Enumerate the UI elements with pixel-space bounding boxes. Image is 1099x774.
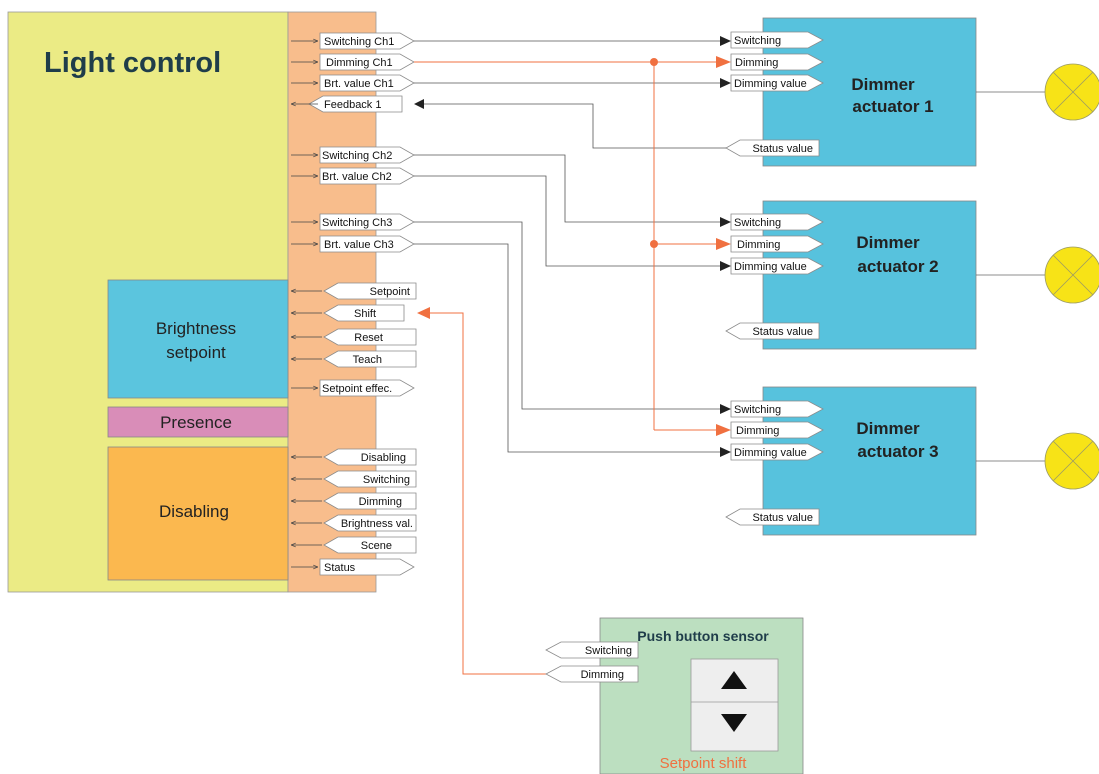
- io-strip-arrows: [291, 41, 322, 567]
- input-label-brightness-val: Brightness val.: [341, 518, 413, 530]
- lamp-3-icon: [976, 432, 1099, 490]
- actuator-1-switching-label: Switching: [734, 35, 781, 47]
- input-label-scene: Scene: [361, 540, 392, 552]
- input-label-shift: Shift: [354, 308, 376, 320]
- output-label-brt-value-ch3: Brt. value Ch3: [324, 239, 394, 251]
- actuator-3-inputs: Switching Dimming Dimming value Status v…: [725, 400, 824, 526]
- arrowheads: [414, 36, 731, 457]
- output-tag-switching-ch1: Switching Ch1: [319, 32, 415, 50]
- input-tag-teach: Teach: [323, 350, 417, 368]
- wires: [414, 40, 726, 453]
- push-button-sensor: Push button sensor Setpoint shift: [599, 617, 804, 774]
- input-label-setpoint: Setpoint: [370, 286, 410, 298]
- actuator-3-dimming-label: Dimming: [736, 425, 779, 437]
- output-tag-switching-ch2: Switching Ch2: [319, 146, 415, 164]
- input-tag-reset: Reset: [323, 328, 417, 346]
- input-tag-scene: Scene: [323, 536, 417, 554]
- setpoint-shift-caption: Setpoint shift: [660, 755, 748, 772]
- output-tag-status: Status: [319, 558, 415, 576]
- actuator-2-subtitle: actuator 2: [857, 257, 938, 276]
- push-button-outputs: Switching Dimming: [545, 641, 639, 683]
- actuator-3-dimming-value-label: Dimming value: [734, 447, 807, 459]
- input-tag-brightness-val: Brightness val.: [323, 514, 417, 532]
- input-label-reset: Reset: [354, 332, 383, 344]
- input-tag-switching: Switching: [323, 470, 417, 488]
- presence-label: Presence: [160, 413, 232, 432]
- input-label-switching: Switching: [363, 474, 410, 486]
- actuator-2-inputs: Switching Dimming Dimming value Status v…: [725, 213, 824, 340]
- presence-block: [107, 406, 289, 438]
- dimming-bus: [414, 58, 718, 431]
- brightness-setpoint-label-2: setpoint: [166, 343, 226, 362]
- output-label-switching-ch1: Switching Ch1: [324, 36, 394, 48]
- input-label-dimming: Dimming: [359, 496, 402, 508]
- actuator-2-status-value-label: Status value: [752, 326, 813, 338]
- output-tag-switching-ch3: Switching Ch3: [319, 213, 415, 231]
- setpoint-shift-wire: [429, 312, 546, 675]
- push-button-dimming-label: Dimming: [581, 669, 624, 681]
- input-tag-setpoint: Setpoint: [323, 282, 417, 300]
- input-label-disabling: Disabling: [361, 452, 406, 464]
- output-label-brt-value-ch2: Brt. value Ch2: [322, 171, 392, 183]
- input-label-feedback-1: Feedback 1: [324, 99, 381, 111]
- disabling-label: Disabling: [159, 502, 229, 521]
- actuator-2-switching-label: Switching: [734, 217, 781, 229]
- input-label-teach: Teach: [353, 354, 382, 366]
- input-tag-dimming: Dimming: [323, 492, 417, 510]
- actuator-2-dimming-label: Dimming: [737, 239, 780, 251]
- input-tag-disabling: Disabling: [323, 448, 417, 466]
- disabling-block: [107, 446, 289, 581]
- light-control-title: Light control: [44, 47, 221, 79]
- output-label-switching-ch3: Switching Ch3: [322, 217, 392, 229]
- actuator-2-title: Dimmer: [856, 233, 920, 252]
- output-tag-brt-value-ch1: Brt. value Ch1: [319, 74, 415, 92]
- output-label-brt-value-ch1: Brt. value Ch1: [324, 78, 394, 90]
- output-label-setpoint-effec: Setpoint effec.: [322, 383, 392, 395]
- actuator-1-dimming-value-label: Dimming value: [734, 78, 807, 90]
- input-tag-shift: Shift: [323, 304, 405, 322]
- actuator-3-switching-label: Switching: [734, 404, 781, 416]
- actuator-3-title: Dimmer: [856, 419, 920, 438]
- lamp-1-icon: [976, 63, 1099, 121]
- output-tag-brt-value-ch2: Brt. value Ch2: [319, 167, 415, 185]
- triangle-up-icon[interactable]: [721, 671, 747, 689]
- brightness-setpoint-label: Brightness: [156, 319, 236, 338]
- actuator-1-title: Dimmer: [851, 75, 915, 94]
- triangle-down-icon[interactable]: [721, 714, 747, 732]
- actuator-2-dimming-value-label: Dimming value: [734, 261, 807, 273]
- output-tag-brt-value-ch3: Brt. value Ch3: [319, 235, 415, 253]
- output-label-switching-ch2: Switching Ch2: [322, 150, 392, 162]
- push-button-switching-label: Switching: [585, 645, 632, 657]
- lamp-2-icon: [976, 246, 1099, 304]
- output-tag-setpoint-effec: Setpoint effec.: [319, 379, 415, 397]
- output-label-dimming-ch1: Dimming Ch1: [326, 57, 393, 69]
- actuator-3-status-value-label: Status value: [752, 512, 813, 524]
- push-button-sensor-title: Push button sensor: [637, 628, 769, 644]
- input-tag-feedback-1: Feedback 1: [308, 95, 403, 113]
- brightness-setpoint-block: [107, 279, 289, 399]
- actuator-1-dimming-label: Dimming: [735, 57, 778, 69]
- output-tag-dimming-ch1: Dimming Ch1: [319, 53, 415, 71]
- actuator-1-inputs: Switching Dimming Dimming value Status v…: [725, 31, 824, 157]
- actuator-1-status-value-label: Status value: [752, 143, 813, 155]
- actuator-3-subtitle: actuator 3: [857, 442, 938, 461]
- actuator-1-subtitle: actuator 1: [852, 97, 933, 116]
- output-label-status: Status: [324, 562, 356, 574]
